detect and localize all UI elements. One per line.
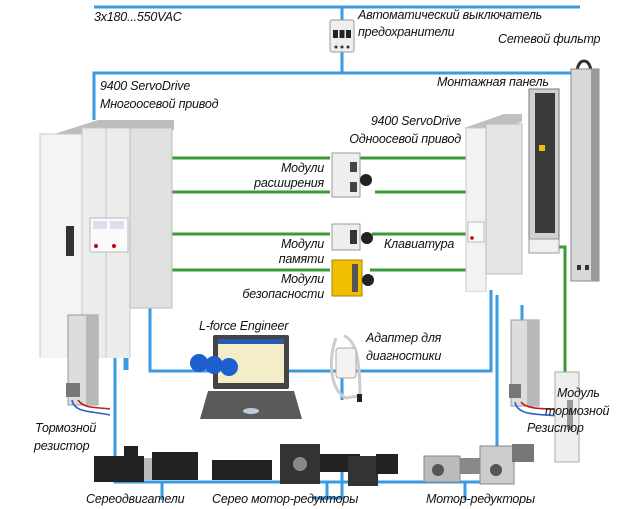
module-icon [331,152,372,198]
filter-icon [570,59,600,282]
brake-resistor-left-label: Тормозной [35,421,97,435]
laptop-icon [190,335,302,419]
keypad-label: Клавиатура [384,237,455,251]
cd-icon [205,356,223,374]
drive-icon [464,114,523,292]
motor-icon [94,446,198,482]
safety-module-icon [331,259,374,297]
can-loop [148,290,493,373]
breaker-icon [329,19,355,53]
circuit-breaker-label-2: предохранители [358,25,455,39]
gearmotor-icon-2 [423,444,534,485]
resistor-icon-right [509,319,562,417]
gearmotors-label: Мотор-редукторы [426,492,535,506]
supply-voltage-label: 3x180...550VAC [94,10,182,24]
servo-motors-label: Сереодвигатели [86,492,185,506]
diag-adapter-label-2: диагностики [366,349,442,363]
cd-icon [220,358,238,376]
single-axis-label-2: Одноосевой привод [349,132,461,146]
software-label: L-force Engineer [199,319,289,333]
brake-resistor-left-label-2: резистор [34,439,90,453]
resistor-icon [66,314,111,416]
brake-module-icon [554,371,580,463]
memory-module-icon [331,223,373,251]
safety-modules-label-2: безопасности [242,287,324,301]
diag-adapter-label: Адаптер для [366,331,442,345]
brake-module-label: Модуль [557,386,600,400]
memory-modules-label-2: памяти [278,252,324,266]
usb-adapter-icon [329,334,362,402]
expansion-modules-label: Модули [280,161,324,175]
single-axis-label: 9400 ServoDrive [370,114,461,128]
cd-icon [190,354,208,372]
gearmotor-icon [212,444,398,486]
servo-gearmotors-label: Серео мотор-редукторы [212,492,359,506]
expansion-modules-label-2: расширения [254,176,324,190]
mounting-panel-label: Монтажная панель [437,75,549,89]
safety-modules-label: Модули [280,272,324,286]
multi-axis-label: 9400 ServoDrive [100,79,191,93]
distribution-line [92,71,590,120]
multi-axis-label-2: Многоосевой привод [100,97,219,111]
memory-modules-label: Модули [280,237,324,251]
circuit-breaker-label: Автоматический выключатель [358,8,542,22]
brake-module-label-2: тормозной [545,404,610,418]
brake-resistor-right-label: Резистор [527,421,584,435]
drive-rack-icon [39,120,174,358]
panel-icon [528,88,560,254]
mains-filter-label: Сетевой фильтр [498,32,601,46]
